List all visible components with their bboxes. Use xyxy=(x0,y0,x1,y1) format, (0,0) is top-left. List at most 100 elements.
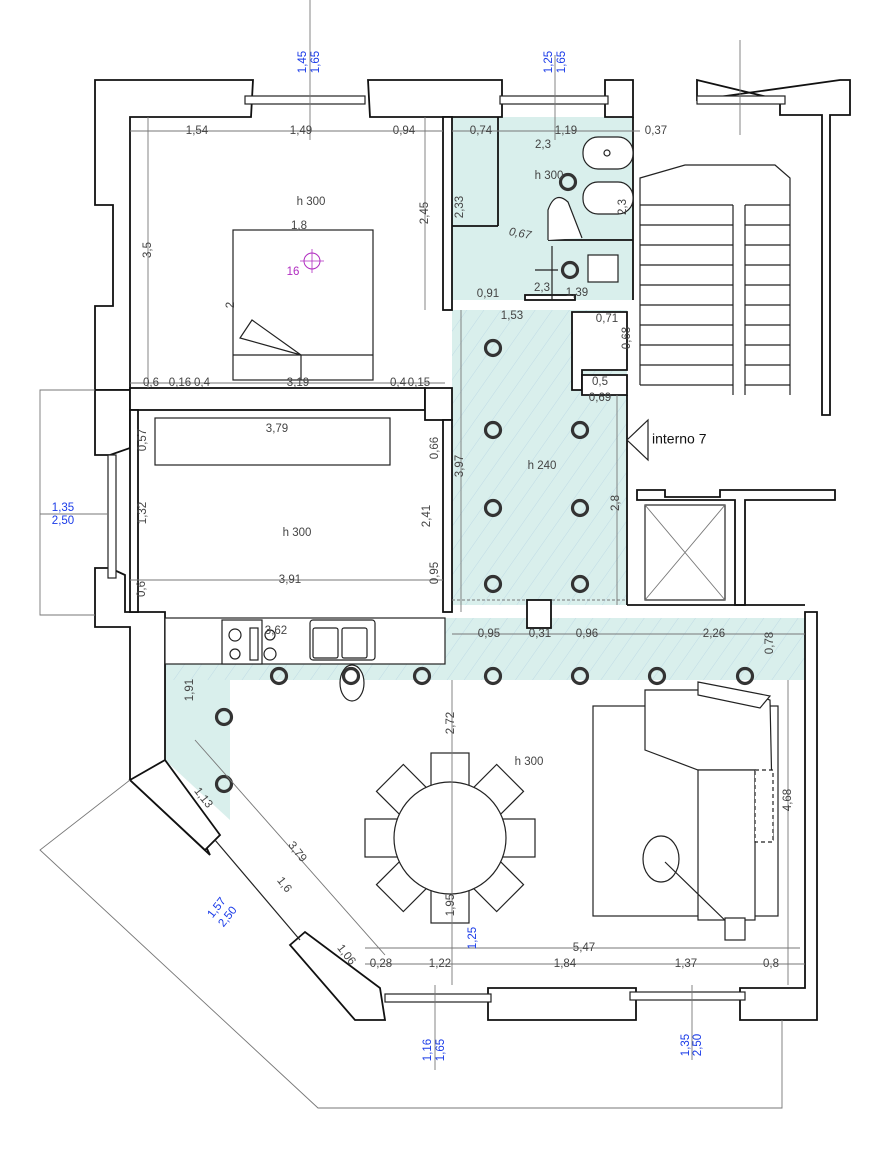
dim-label: 0,15 xyxy=(408,377,430,389)
elevator-shaft xyxy=(644,504,726,601)
dim-label: 0,66 xyxy=(429,437,441,459)
ceiling-spotlights xyxy=(214,172,755,794)
dimension-labels: 1,54 1,49 0,94 0,74 1,19 0,37 2,3 3,5 2,… xyxy=(136,125,794,970)
dim-label: 5,47 xyxy=(573,942,595,954)
dim-label: 3,62 xyxy=(265,625,287,637)
dim-label: 1,39 xyxy=(566,287,588,299)
dim-label: 0,95 xyxy=(429,562,441,584)
spotlight-icon xyxy=(412,666,432,686)
dim-label: 0,95 xyxy=(478,628,500,640)
height-corridor: h 240 xyxy=(528,460,557,472)
dim-label: 3,19 xyxy=(287,377,309,389)
dim-label: 1,54 xyxy=(186,125,209,137)
spotlight-icon xyxy=(570,574,590,594)
dim-label: 0,37 xyxy=(645,125,667,137)
window-height: 1,65 xyxy=(556,51,568,73)
dim-label: 0,16 xyxy=(169,377,191,389)
dim-label: 0,4 xyxy=(194,377,211,389)
dining-table xyxy=(364,752,536,924)
dim-label: 1,37 xyxy=(675,958,697,970)
dim-label: 0,6 xyxy=(136,581,148,597)
spotlight-icon xyxy=(214,707,234,727)
dim-label: 0,28 xyxy=(370,958,392,970)
marker-label: 16 xyxy=(287,266,300,278)
living-furniture xyxy=(592,681,779,941)
spotlight-icon xyxy=(483,574,503,594)
spotlight-icon xyxy=(483,420,503,440)
dim-label: 3,5 xyxy=(142,242,154,258)
staircase xyxy=(639,164,791,395)
height-living: h 300 xyxy=(515,756,544,768)
dim-label: 3,91 xyxy=(279,574,301,586)
spotlight-icon xyxy=(570,420,590,440)
dim-label: 1,91 xyxy=(184,679,196,701)
dim-label: 1,19 xyxy=(555,125,577,137)
dim-label: 1,95 xyxy=(445,894,457,916)
window-height: 2,50 xyxy=(52,515,74,527)
dim-label: 2,45 xyxy=(419,202,431,224)
window-width: 1,45 xyxy=(297,51,309,73)
dim-label: 2,41 xyxy=(421,505,433,527)
dim-label: 1,22 xyxy=(429,958,451,970)
dim-label: 0,57 xyxy=(137,429,149,451)
dim-label: 3,79 xyxy=(266,423,288,435)
dim-label: 2,26 xyxy=(703,628,725,640)
dim-label: 2,33 xyxy=(454,196,466,218)
spotlight-icon xyxy=(560,260,580,280)
ceiling-marker xyxy=(300,249,324,273)
spotlight-icon xyxy=(570,666,590,686)
dim-label: 0,78 xyxy=(764,632,776,654)
spotlight-icon xyxy=(214,774,234,794)
dim-label: 1,53 xyxy=(501,310,523,322)
spotlight-icon xyxy=(269,666,289,686)
dim-label: 2,3 xyxy=(535,139,551,151)
double-bed xyxy=(232,229,374,381)
dim-label: 0,5 xyxy=(592,376,608,388)
window-height: 2,50 xyxy=(692,1034,704,1056)
unit-label: interno 7 xyxy=(652,431,707,447)
window-width: 1,35 xyxy=(680,1034,692,1056)
height-bathroom: h 300 xyxy=(535,170,564,182)
dim-label: 0,31 xyxy=(529,628,551,640)
dim-label: 2,3 xyxy=(534,282,550,294)
dim-label: 1,8 xyxy=(291,220,307,232)
dim-label: 0,67 xyxy=(508,226,533,242)
kitchen xyxy=(164,617,446,702)
window-width: 1,25 xyxy=(543,51,555,73)
dim-label: 3,97 xyxy=(454,455,466,477)
dim-label: 0,68 xyxy=(621,327,633,349)
dim-label: 3,79 xyxy=(285,840,308,865)
spotlight-icon xyxy=(483,666,503,686)
spotlight-icon xyxy=(483,498,503,518)
dim-label: 0,94 xyxy=(393,125,416,137)
walls xyxy=(39,40,851,1109)
dim-label: 1,32 xyxy=(137,502,149,524)
room-labels: h 300 h 300 h 240 h 300 h 300 interno 7 … xyxy=(283,170,707,768)
dim-label: 1,49 xyxy=(290,125,312,137)
height-bedroom2: h 300 xyxy=(283,527,312,539)
dim-label: 0,4 xyxy=(390,377,407,389)
dimension-lines xyxy=(40,0,805,1070)
entrance-arrow xyxy=(626,418,649,462)
dim-label: 0,8 xyxy=(763,958,779,970)
dim-label: 0,74 xyxy=(470,125,493,137)
window-height: 1,65 xyxy=(310,51,322,73)
spotlight-icon xyxy=(570,498,590,518)
dim-label: 2,72 xyxy=(445,712,457,734)
wardrobe xyxy=(154,417,391,466)
spotlight-icon xyxy=(647,666,667,686)
height-bedroom1: h 300 xyxy=(297,196,326,208)
dim-label: 1,84 xyxy=(554,958,577,970)
dim-label: 1,6 xyxy=(274,875,293,895)
dim-label: 2,3 xyxy=(617,199,629,215)
spotlight-icon xyxy=(558,172,578,192)
window-width: 1,35 xyxy=(52,502,74,514)
spotlight-icon xyxy=(483,338,503,358)
window-width: 1,16 xyxy=(422,1039,434,1061)
spotlight-icon xyxy=(341,666,361,686)
dim-label: 0,71 xyxy=(596,313,618,325)
dim-label: 0,91 xyxy=(477,288,499,300)
dim-label: 2 xyxy=(225,302,237,308)
window-height: 1,65 xyxy=(435,1039,447,1061)
